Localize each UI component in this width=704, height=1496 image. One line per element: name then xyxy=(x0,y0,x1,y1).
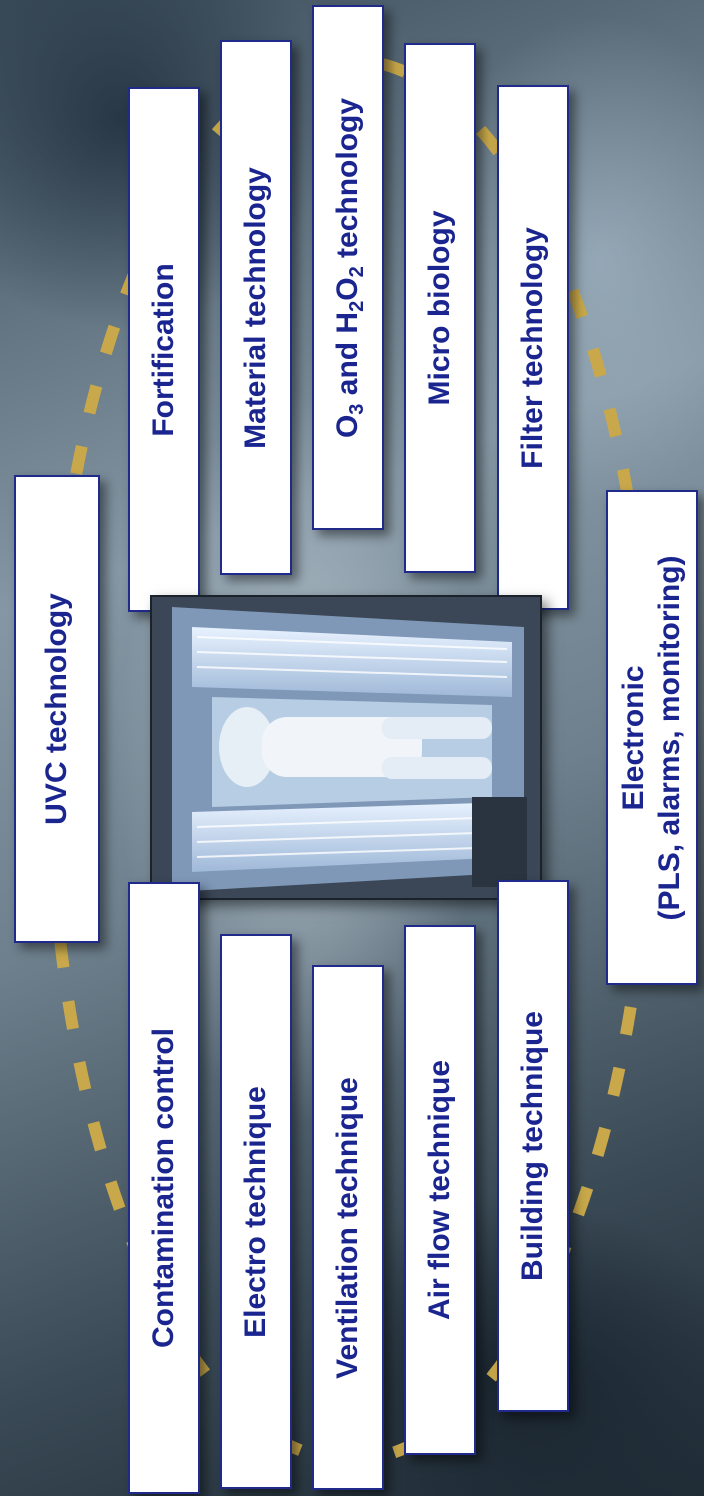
box-building-technique: Building technique xyxy=(497,880,569,1412)
box-material-technology: Material technology xyxy=(220,40,292,575)
label-air-flow-technique: Air flow technique xyxy=(422,1060,458,1320)
label-electronic-line2: (PLS, alarms, monitoring) xyxy=(652,555,688,920)
label-electronic-line1: Electronic xyxy=(616,555,652,920)
box-filter-technology: Filter technology xyxy=(497,85,569,610)
box-ventilation-technique: Ventilation technique xyxy=(312,965,384,1490)
box-contamination-control: Contamination control xyxy=(128,882,200,1494)
label-electronic: Electronic (PLS, alarms, monitoring) xyxy=(616,555,688,920)
label-fortification: Fortification xyxy=(146,263,182,436)
box-o3-h2o2-technology: O3 and H2O2 technology xyxy=(312,5,384,530)
uvc-chamber-photo xyxy=(150,595,542,900)
box-micro-biology: Micro biology xyxy=(404,43,476,573)
label-uvc-technology: UVC technology xyxy=(39,593,75,825)
label-ventilation-technique: Ventilation technique xyxy=(330,1077,366,1379)
label-micro-biology: Micro biology xyxy=(422,211,458,406)
label-filter-technology: Filter technology xyxy=(515,227,551,469)
uvc-chamber-illustration xyxy=(152,597,542,900)
label-material-technology: Material technology xyxy=(238,167,274,449)
label-contamination-control: Contamination control xyxy=(146,1028,182,1348)
box-electronic: Electronic (PLS, alarms, monitoring) xyxy=(606,490,698,985)
label-electro-technique: Electro technique xyxy=(238,1086,274,1338)
label-o3-h2o2-technology: O3 and H2O2 technology xyxy=(330,97,366,437)
box-fortification: Fortification xyxy=(128,87,200,612)
box-uvc-technology: UVC technology xyxy=(14,475,100,943)
box-electro-technique: Electro technique xyxy=(220,934,292,1489)
label-building-technique: Building technique xyxy=(515,1011,551,1281)
box-air-flow-technique: Air flow technique xyxy=(404,925,476,1455)
